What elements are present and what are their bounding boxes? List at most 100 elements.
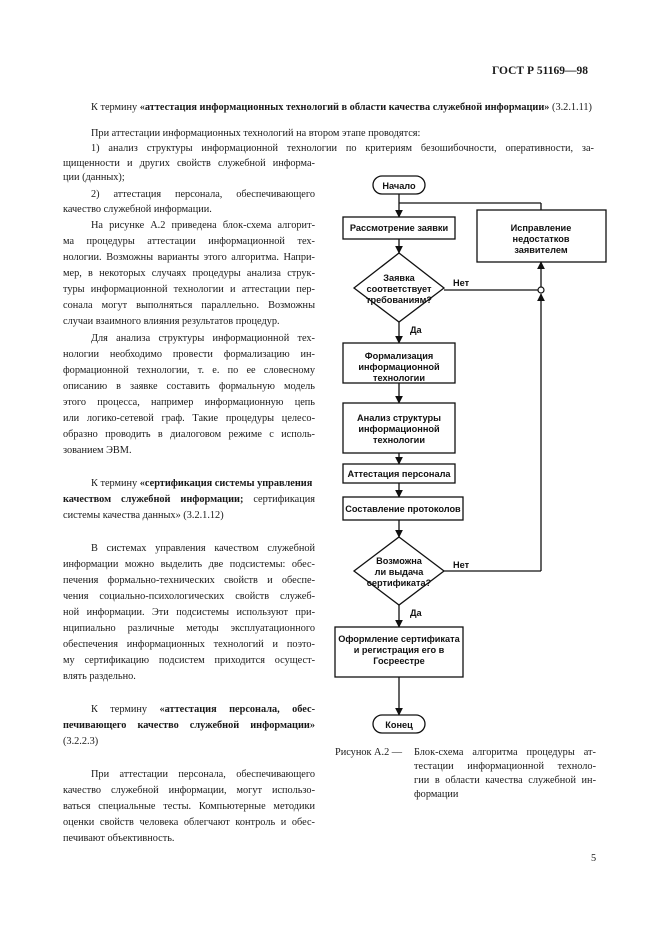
structure-analysis-line: информационной bbox=[358, 424, 440, 434]
decision2-line: ли выдача bbox=[375, 567, 425, 577]
structure-analysis-line: Анализ структуры bbox=[357, 413, 441, 423]
p4-line: описанию в заявке составить формальную м… bbox=[63, 381, 315, 392]
decision2-line: сертификата? bbox=[367, 578, 432, 588]
p5-line: обеспечения информационных технологий и … bbox=[63, 639, 315, 650]
decision1-no-label: Нет bbox=[453, 278, 470, 288]
decision2-line: Возможна bbox=[376, 556, 423, 566]
formalization-line: информационной bbox=[358, 362, 440, 372]
fix-line: недостатков bbox=[513, 234, 570, 244]
p4-line: образно проводить в диалоговом режиме с … bbox=[63, 429, 315, 440]
review-application-box bbox=[342, 216, 456, 240]
term2-intro: К термину bbox=[91, 478, 138, 489]
formalization-line: технологии bbox=[373, 373, 425, 383]
decision1-yes-label: Да bbox=[410, 325, 423, 335]
personnel-attestation-label: Аттестация персонала bbox=[347, 469, 451, 479]
term1-ref: (3.2.1.11) bbox=[552, 102, 592, 113]
certificate-line: Оформление сертификата bbox=[338, 634, 460, 644]
start-terminal bbox=[372, 175, 426, 195]
p3-line: случаи взаимного влияния результатов про… bbox=[63, 316, 280, 327]
personnel-attestation-box bbox=[342, 463, 456, 484]
p6-line: качество служебной информации, могут исп… bbox=[63, 785, 315, 796]
p4-line: нологии необходимо провести формализацию… bbox=[63, 349, 315, 360]
term3-line: (3.2.2.3) bbox=[63, 736, 99, 747]
p3-line: туры информационной технологии и аттеста… bbox=[63, 284, 315, 295]
standard-code: ГОСТ Р 51169—98 bbox=[492, 65, 588, 77]
p4-line: или логико-сетевой граф. Такие процедуры… bbox=[63, 413, 315, 424]
p2-line: 2) аттестация персонала, обеспечивающего bbox=[91, 189, 315, 200]
figure-caption-line: Блок-схема алгоритма процедуры ат- bbox=[414, 747, 596, 758]
decision1-line: требованиям? bbox=[366, 295, 432, 305]
term2-rest: сертификация bbox=[253, 494, 316, 505]
p4-line: зованием ЭВМ. bbox=[63, 445, 132, 456]
decision1-line: соответствует bbox=[366, 284, 432, 294]
decision-certificate-diamond bbox=[352, 536, 446, 606]
term2-line: качеством служебной информации; сертифик… bbox=[63, 492, 315, 508]
fix-line: Исправление bbox=[511, 223, 572, 233]
decision-requirements-diamond bbox=[352, 252, 446, 323]
p3-line: ма процедуры аттестации информационной т… bbox=[63, 236, 315, 247]
protocols-box bbox=[342, 496, 464, 521]
p5-line: нципиально различные методы эксплуатацио… bbox=[63, 623, 315, 634]
figure-caption-line: гии в области качества служебной ин- bbox=[414, 775, 596, 786]
term1-paragraph: К термину «аттестация информационных тех… bbox=[91, 100, 592, 115]
term3-line: К термину «аттестация персонала, обес- bbox=[91, 702, 315, 718]
term2-line: К термину «сертификация системы управлен… bbox=[91, 476, 312, 491]
p5-line: В системах управления качеством служебно… bbox=[91, 543, 315, 554]
p3-line: мер, в некоторых случаях процедуры анали… bbox=[63, 268, 315, 279]
p4-line: формационной технологии, т. е. по ее сло… bbox=[63, 365, 315, 376]
term3-term: «аттестация персонала, обес- bbox=[159, 704, 315, 715]
p2-line: качество служебной информации. bbox=[63, 204, 212, 215]
p6-line: При аттестации персонала, обеспечивающег… bbox=[91, 769, 315, 780]
certificate-line: Госреестре bbox=[373, 656, 424, 666]
p1-line: ции (данных); bbox=[63, 172, 125, 183]
p1-line: щищенности и других свойств служебной ин… bbox=[63, 158, 315, 169]
start-label: Начало bbox=[382, 181, 416, 191]
p6-line: печивают объективность. bbox=[63, 833, 175, 844]
review-application-label: Рассмотрение заявки bbox=[350, 223, 449, 233]
p5-line: му сертификацию подсистем приходится осу… bbox=[63, 655, 315, 666]
fix-deficiencies-box bbox=[476, 209, 607, 263]
p4-line: этого процесса, например информационную … bbox=[63, 397, 315, 408]
term1-term: «аттестация информационных технологий в … bbox=[139, 102, 550, 113]
term3-line: печивающего качество служебной информаци… bbox=[63, 718, 315, 734]
p4-line: Для анализа структуры информационной тех… bbox=[91, 333, 315, 344]
decision2-no-label: Нет bbox=[453, 560, 470, 570]
figure-caption-line: формации bbox=[414, 789, 459, 800]
formalization-box bbox=[342, 342, 456, 384]
p3-line: нологии. Возможны варианты этого алгорит… bbox=[63, 252, 315, 263]
term3-term: печивающего качество служебной информаци… bbox=[63, 720, 315, 731]
figure-caption-label: Рисунок А.2 — bbox=[335, 747, 403, 758]
p6-line: оценки свойств человека облегчают контро… bbox=[63, 817, 315, 828]
term2-term: «сертификация системы управления bbox=[139, 478, 313, 489]
p3-line: сонала могут выполняться параллельно. Во… bbox=[63, 300, 315, 311]
p6-line: ваться специальные тесты. Компьютерные м… bbox=[63, 801, 315, 812]
term2-term: качеством служебной информации; bbox=[63, 494, 244, 505]
p3-line: На рисунке А.2 приведена блок-схема алго… bbox=[91, 220, 315, 231]
decision1-line: Заявка bbox=[383, 273, 415, 283]
p5-line: информации можно выделить две подсистемы… bbox=[63, 559, 315, 570]
certificate-line: и регистрация его в bbox=[354, 645, 445, 655]
p5-line: чения социально-психологических свойств … bbox=[63, 591, 315, 602]
end-terminal bbox=[372, 714, 426, 734]
term2-line: системы качества данных» (3.2.1.12) bbox=[63, 510, 224, 521]
p1-line: 1) анализ структуры информационной техно… bbox=[91, 143, 594, 154]
structure-analysis-box bbox=[342, 402, 456, 454]
page-number: 5 bbox=[591, 853, 597, 864]
junction-point bbox=[537, 286, 545, 294]
structure-analysis-line: технологии bbox=[373, 435, 425, 445]
end-label: Конец bbox=[385, 720, 413, 730]
p5-line: ной информации. Эти подсистемы использую… bbox=[63, 607, 315, 618]
fix-line: заявителем bbox=[514, 245, 568, 255]
p5-line: печения формально-технических свойств и … bbox=[63, 575, 315, 586]
figure-caption-line: тестации информационной техноло- bbox=[414, 761, 596, 772]
decision2-yes-label: Да bbox=[410, 608, 423, 618]
protocols-label: Составление протоколов bbox=[345, 504, 461, 514]
p1-line: При аттестации информационных технологий… bbox=[91, 128, 421, 139]
certificate-registration-box bbox=[334, 626, 464, 678]
formalization-line: Формализация bbox=[365, 351, 433, 361]
p5-line: влять раздельно. bbox=[63, 671, 136, 682]
term1-intro: К термину bbox=[91, 102, 138, 113]
term3-intro: К термину bbox=[91, 704, 148, 715]
